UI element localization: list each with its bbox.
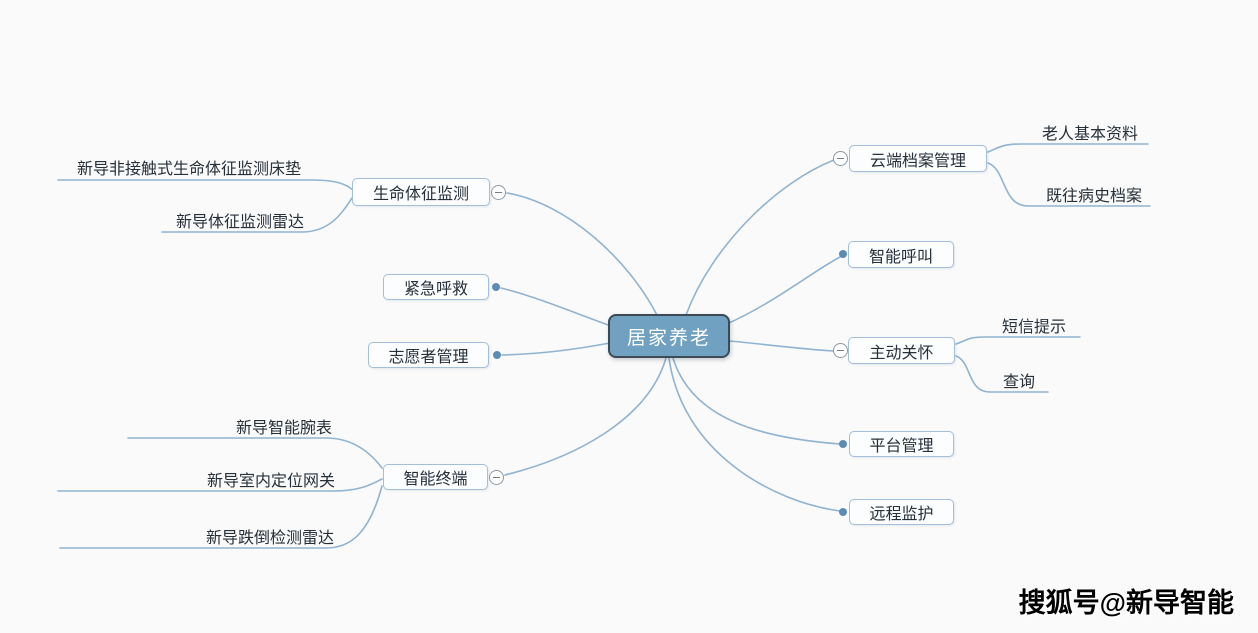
connector-smart-terminal	[504, 357, 667, 476]
connector-platform	[672, 357, 841, 445]
connector-remote-monitor	[668, 357, 841, 512]
leaf-query[interactable]: 查询	[1002, 374, 1036, 391]
connector-emergency-call	[500, 287, 612, 327]
connector-volunteer	[501, 342, 611, 356]
topic-emergency-call[interactable]: 紧急呼救	[383, 274, 489, 300]
sohu-watermark: 搜狐号@新导智能	[1018, 588, 1234, 618]
topic-vital-signs[interactable]: 生命体征监测	[352, 178, 490, 206]
underline-basic-info	[987, 143, 1149, 153]
underline-medical-history	[987, 162, 1151, 207]
collapse-icon-active-care[interactable]	[833, 343, 848, 358]
connector-dot-emergency-call	[492, 283, 500, 291]
connector-dot-remote-monitor	[839, 508, 847, 516]
connector-dot-volunteer	[493, 351, 501, 359]
minus-icon	[837, 158, 844, 159]
leaf-sms-alert[interactable]: 短信提示	[1001, 319, 1067, 336]
topic-remote-monitoring[interactable]: 远程监护	[849, 499, 954, 525]
collapse-icon-cloud-archive[interactable]	[833, 151, 848, 166]
collapse-icon-vital-signs[interactable]	[491, 185, 506, 200]
minus-icon	[495, 192, 502, 193]
topic-volunteer-management[interactable]: 志愿者管理	[368, 342, 489, 368]
minus-icon	[837, 350, 844, 351]
leaf-fall-detection-radar[interactable]: 新导跌倒检测雷达	[205, 530, 335, 547]
leaf-medical-history[interactable]: 既往病史档案	[1045, 188, 1143, 205]
leaf-basic-info[interactable]: 老人基本资料	[1041, 126, 1139, 143]
leaf-indoor-positioning-gateway[interactable]: 新导室内定位网关	[206, 473, 336, 490]
leaf-vital-radar[interactable]: 新导体征监测雷达	[175, 214, 305, 231]
underline-vital-radar	[161, 197, 353, 233]
topic-smart-calling[interactable]: 智能呼叫	[848, 241, 954, 268]
topic-smart-terminal[interactable]: 智能终端	[383, 464, 488, 490]
underline-query	[955, 355, 1049, 393]
underline-fall-radar	[59, 485, 383, 549]
underline-sms-alert	[955, 336, 1081, 345]
connector-dot-platform	[839, 440, 847, 448]
connector-cloud-archive	[685, 159, 835, 316]
underline-watch	[127, 437, 383, 469]
connector-dot-smart-calling	[839, 250, 847, 258]
root-topic-home-care[interactable]: 居家养老	[608, 314, 730, 358]
underline-gateway	[57, 478, 383, 492]
minus-icon	[493, 477, 500, 478]
collapse-icon-smart-terminal[interactable]	[489, 470, 504, 485]
connector-vital-signs	[506, 192, 659, 318]
connector-smart-calling	[728, 256, 841, 324]
topic-active-care[interactable]: 主动关怀	[848, 337, 955, 364]
connector-active-care	[729, 340, 835, 352]
topic-cloud-archive[interactable]: 云端档案管理	[849, 145, 987, 172]
leaf-smart-watch[interactable]: 新导智能腕表	[235, 420, 333, 437]
topic-platform-management[interactable]: 平台管理	[849, 431, 954, 457]
leaf-contactless-mattress[interactable]: 新导非接触式生命体征监测床垫	[76, 161, 302, 178]
underline-mattress	[57, 179, 354, 191]
